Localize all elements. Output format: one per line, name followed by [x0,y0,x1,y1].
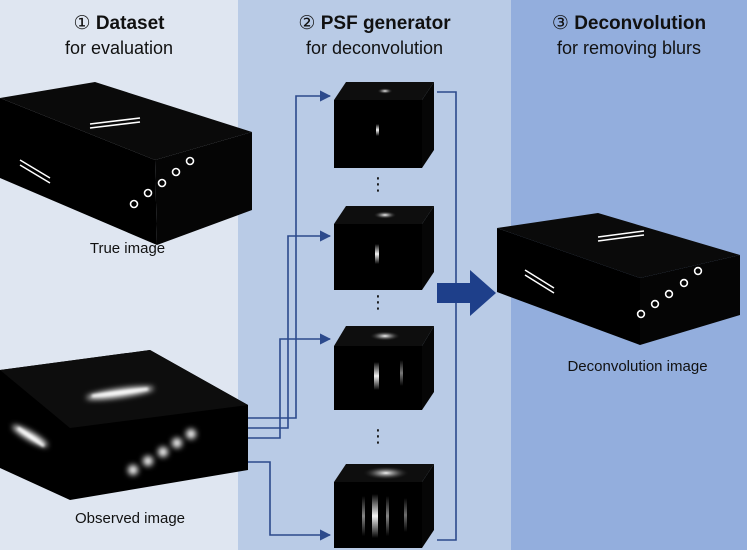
true-line-side [19,159,51,179]
psf-cube-side [422,82,434,168]
psf-glow [369,331,401,341]
psf-glow [362,496,365,536]
psf-glow [374,362,379,390]
psf-glow [372,494,378,538]
psf-glow [373,211,397,219]
deconv-bead [693,266,703,276]
deconv-bead [664,289,674,299]
deconvolution-image-volume [497,213,740,345]
panel-dataset-title: ① Dataset for evaluation [0,12,238,60]
deconv-line-top [597,230,645,238]
observed-core-line [91,387,149,398]
psf-group-bracket [437,91,457,541]
psf-glow [375,244,379,264]
psf-glow [362,466,410,480]
true-bead [129,199,139,209]
true-volume-front [0,98,157,245]
panel-heading: PSF generator [320,13,451,34]
arrow-to-psf-2 [248,230,332,429]
step-number: ② [298,13,316,34]
deconv-line-top [597,234,645,242]
true-bead [157,178,167,188]
deconv-bead [679,278,689,288]
true-bead [143,188,153,198]
psf-cube-side [422,464,434,548]
deconv-bead [636,309,646,319]
arrow-to-psf-1 [248,90,332,419]
psf-glow [377,88,393,94]
caption-deconvolution-image: Deconvolution image [567,358,708,375]
true-bead [171,167,181,177]
deconv-line-side [524,274,555,294]
process-arrow [437,270,496,316]
observed-blur-bead [143,456,153,466]
true-line-top [89,121,141,129]
psf-glow [404,498,407,532]
ellipsis-mark: ⋮ [369,292,387,313]
true-volume-top [0,82,252,160]
psf-cube-side [422,326,434,410]
true-bead [185,156,195,166]
panel-subheading: for removing blurs [556,38,702,58]
observed-core-line [17,426,45,448]
psf-glow [386,496,389,536]
caption-true-image: True image [89,240,166,257]
psf-cube-side [422,206,434,290]
psf-cube-3 [334,326,434,410]
connector-arrows [248,90,457,541]
step-number: ③ [551,13,569,34]
observed-core [17,387,149,448]
psf-glow [400,360,403,386]
deconv-line-side [524,269,555,289]
psf-cube-2 [334,206,434,290]
panel-subheading: for deconvolution [305,38,444,58]
observed-blur-bead [172,438,182,448]
deconv-bead [650,299,660,309]
deconv-volume-side [640,255,740,345]
true-line-top [89,117,141,125]
panel-heading: Dataset [95,13,165,34]
ellipsis-mark: ⋮ [369,426,387,447]
ellipsis-mark: ⋮ [369,174,387,195]
psf-glow [376,124,379,136]
deconv-volume-top [497,213,740,278]
panel-heading: Deconvolution [574,13,707,34]
observed-blur-bead [186,429,196,439]
caption-observed-image: Observed image [74,510,186,527]
deconv-volume-front [497,228,640,345]
panel-subheading: for evaluation [64,38,174,58]
panel-psf-title: ② PSF generator for deconvolution [238,12,511,60]
panel-deconvolution-title: ③ Deconvolution for removing blurs [511,12,747,60]
true-line-side [19,164,51,184]
observed-blur-bead [158,447,168,457]
true-image-volume [0,82,252,245]
step-number: ① [73,13,91,34]
psf-cube-1 [334,82,434,168]
true-volume-side [155,132,252,245]
psf-cube-4 [334,464,434,548]
arrow-to-psf-3 [248,333,332,439]
observed-image-volume [0,350,248,500]
arrow-to-psf-4 [248,461,332,541]
observed-blur-bead [128,465,138,475]
